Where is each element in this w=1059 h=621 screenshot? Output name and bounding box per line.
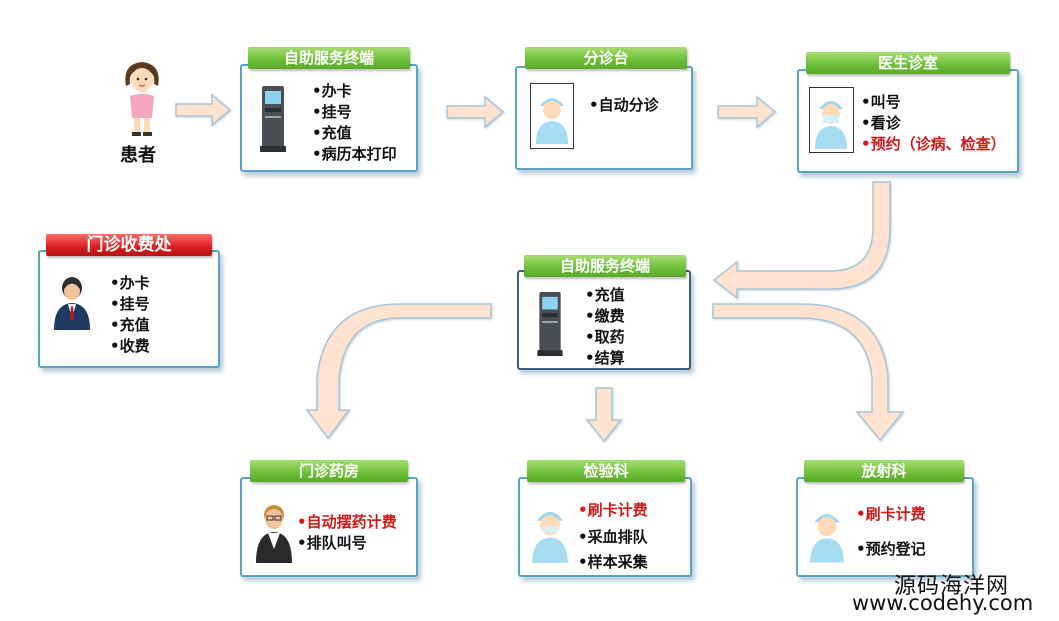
list-item: 采血排队 [578, 526, 648, 547]
pharmacy-items: 自动摆药计费 排队叫号 [297, 511, 397, 553]
list-item-highlight: 刷卡计费 [856, 503, 926, 524]
lab-box: 刷卡计费 采血排队 样本采集 [518, 477, 692, 577]
kiosk-top-title: 自助服务终端 [248, 47, 410, 69]
nurse-icon [536, 98, 568, 144]
arrow-kiosk-to-lab [585, 387, 623, 443]
list-item: 病历本打印 [312, 143, 397, 164]
list-item: 办卡 [110, 272, 150, 293]
radiology-title: 放射科 [804, 460, 964, 482]
triage-photo-frame [530, 83, 574, 149]
nurse-icon [532, 511, 568, 563]
list-item: 叫号 [861, 91, 1006, 112]
list-item: 充值 [312, 122, 397, 143]
list-item-highlight: 自动摆药计费 [297, 511, 397, 532]
arrow-kiosk-to-pharmacy [305, 303, 492, 440]
kiosk-mid-items: 充值 缴费 取药 结算 [585, 284, 625, 368]
patient-icon [125, 62, 159, 136]
watermark-url: www.codehy.com [852, 591, 1034, 615]
doctor-icon [815, 101, 847, 149]
patient-label: 患者 [120, 145, 156, 166]
list-item: 缴费 [585, 305, 625, 326]
triage-items: 自动分诊 [589, 94, 659, 115]
list-item-highlight: 预约（诊病、检查） [861, 133, 1006, 154]
cashier-icon [54, 277, 90, 330]
list-item: 挂号 [312, 101, 397, 122]
kiosk-mid-box: 充值 缴费 取药 结算 [517, 270, 691, 370]
arrow-clinic-to-kiosk-mid [712, 181, 891, 300]
list-item: 自动分诊 [589, 94, 659, 115]
cashier-items: 办卡 挂号 充值 收费 [110, 272, 150, 356]
kiosk-icon [260, 86, 286, 152]
nurse-icon [810, 513, 844, 563]
list-item-highlight: 刷卡计费 [578, 499, 648, 520]
list-item: 预约登记 [856, 538, 926, 559]
kiosk-top-box: 办卡 挂号 充值 病历本打印 [240, 64, 418, 172]
triage-box: 自动分诊 [515, 66, 693, 170]
cashier-title: 门诊收费处 [46, 234, 212, 256]
cashier-box: 办卡 挂号 充值 收费 [38, 250, 220, 368]
triage-title: 分诊台 [525, 47, 687, 69]
list-item: 结算 [585, 347, 625, 368]
list-item: 充值 [110, 314, 150, 335]
arrow-patient-to-kiosk [175, 93, 232, 127]
list-item: 挂号 [110, 293, 150, 314]
list-item: 取药 [585, 326, 625, 347]
arrow-triage-to-clinic [717, 95, 777, 129]
arrow-kiosk-to-triage [446, 95, 505, 129]
pharmacy-box: 自动摆药计费 排队叫号 [240, 477, 418, 577]
clinic-title: 医生诊室 [806, 52, 1010, 74]
list-item: 看诊 [861, 112, 1006, 133]
radiology-items: 刷卡计费 预约登记 [856, 503, 926, 559]
kiosk-top-items: 办卡 挂号 充值 病历本打印 [312, 80, 397, 164]
list-item: 办卡 [312, 80, 397, 101]
list-item: 收费 [110, 335, 150, 356]
kiosk-icon [537, 292, 563, 356]
lab-title: 检验科 [527, 460, 685, 482]
pharmacist-icon [256, 505, 292, 563]
watermark-title: 源码海洋网 [894, 574, 1010, 599]
list-item: 样本采集 [578, 551, 648, 572]
radiology-box: 刷卡计费 预约登记 [796, 477, 974, 577]
list-item: 充值 [585, 284, 625, 305]
arrow-kiosk-to-radiology [712, 303, 905, 442]
clinic-box: 叫号 看诊 预约（诊病、检查） [797, 69, 1019, 173]
list-item: 排队叫号 [297, 532, 397, 553]
clinic-items: 叫号 看诊 预约（诊病、检查） [861, 91, 1006, 154]
kiosk-mid-title: 自助服务终端 [524, 255, 686, 277]
pharmacy-title: 门诊药房 [250, 460, 408, 482]
clinic-photo-frame [809, 87, 854, 153]
lab-items: 刷卡计费 采血排队 样本采集 [578, 499, 648, 572]
